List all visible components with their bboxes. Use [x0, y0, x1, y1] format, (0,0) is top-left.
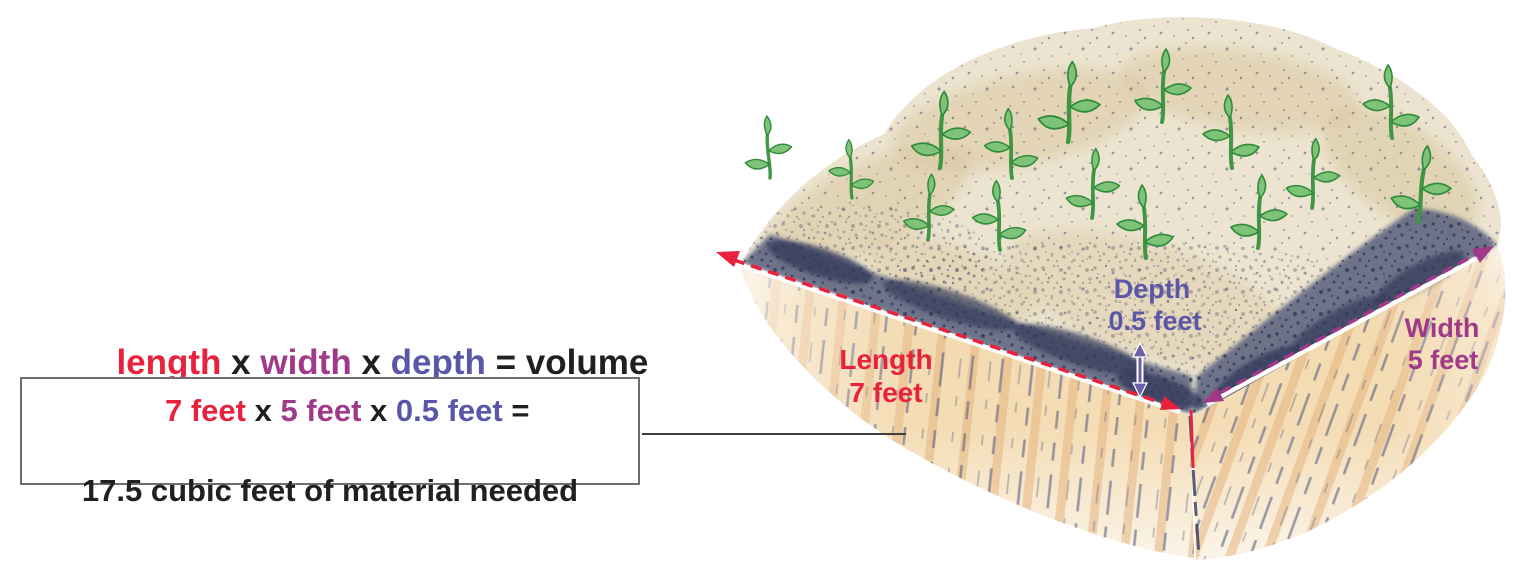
calc-length-value: 7 feet	[164, 393, 246, 429]
depth-value: 0.5 feet	[1108, 306, 1201, 336]
formula-term-width: width	[260, 343, 352, 382]
depth-label: Depth	[1114, 274, 1191, 304]
calculation-box: 7 feet x 5 feet x 0.5 feet = 17.5 cubic …	[20, 377, 640, 508]
multiply-sign: x	[245, 393, 281, 429]
width-value: 5 feet	[1408, 345, 1479, 375]
length-arrow	[716, 251, 1181, 415]
soil-face-left	[741, 265, 1194, 558]
multiply-sign: x	[351, 343, 391, 382]
formula-term-length: length	[116, 343, 222, 382]
topsoil-band	[742, 208, 1497, 414]
volume-formula: length x width x depth = volume	[97, 303, 648, 383]
seedling	[738, 112, 797, 183]
length-value: 7 feet	[849, 377, 922, 408]
multiply-sign: x	[361, 393, 396, 429]
soil-face-right	[1193, 246, 1506, 560]
calculation-line: 7 feet x 5 feet x 0.5 feet =	[131, 352, 530, 471]
formula-term-volume: = volume	[485, 343, 649, 382]
result-line: 17.5 cubic feet of material needed	[81, 472, 579, 508]
width-label: Width	[1405, 313, 1480, 343]
corner-depth-line	[1189, 409, 1195, 469]
calc-width-value: 5 feet	[280, 393, 362, 429]
length-label: Length	[839, 344, 932, 375]
calc-depth-value: 0.5 feet	[395, 393, 503, 429]
formula-term-depth: depth	[390, 343, 486, 382]
depth-arrow	[1132, 341, 1148, 399]
equals-sign: =	[502, 393, 530, 429]
multiply-sign: x	[221, 343, 261, 382]
width-arrow	[1203, 246, 1494, 406]
